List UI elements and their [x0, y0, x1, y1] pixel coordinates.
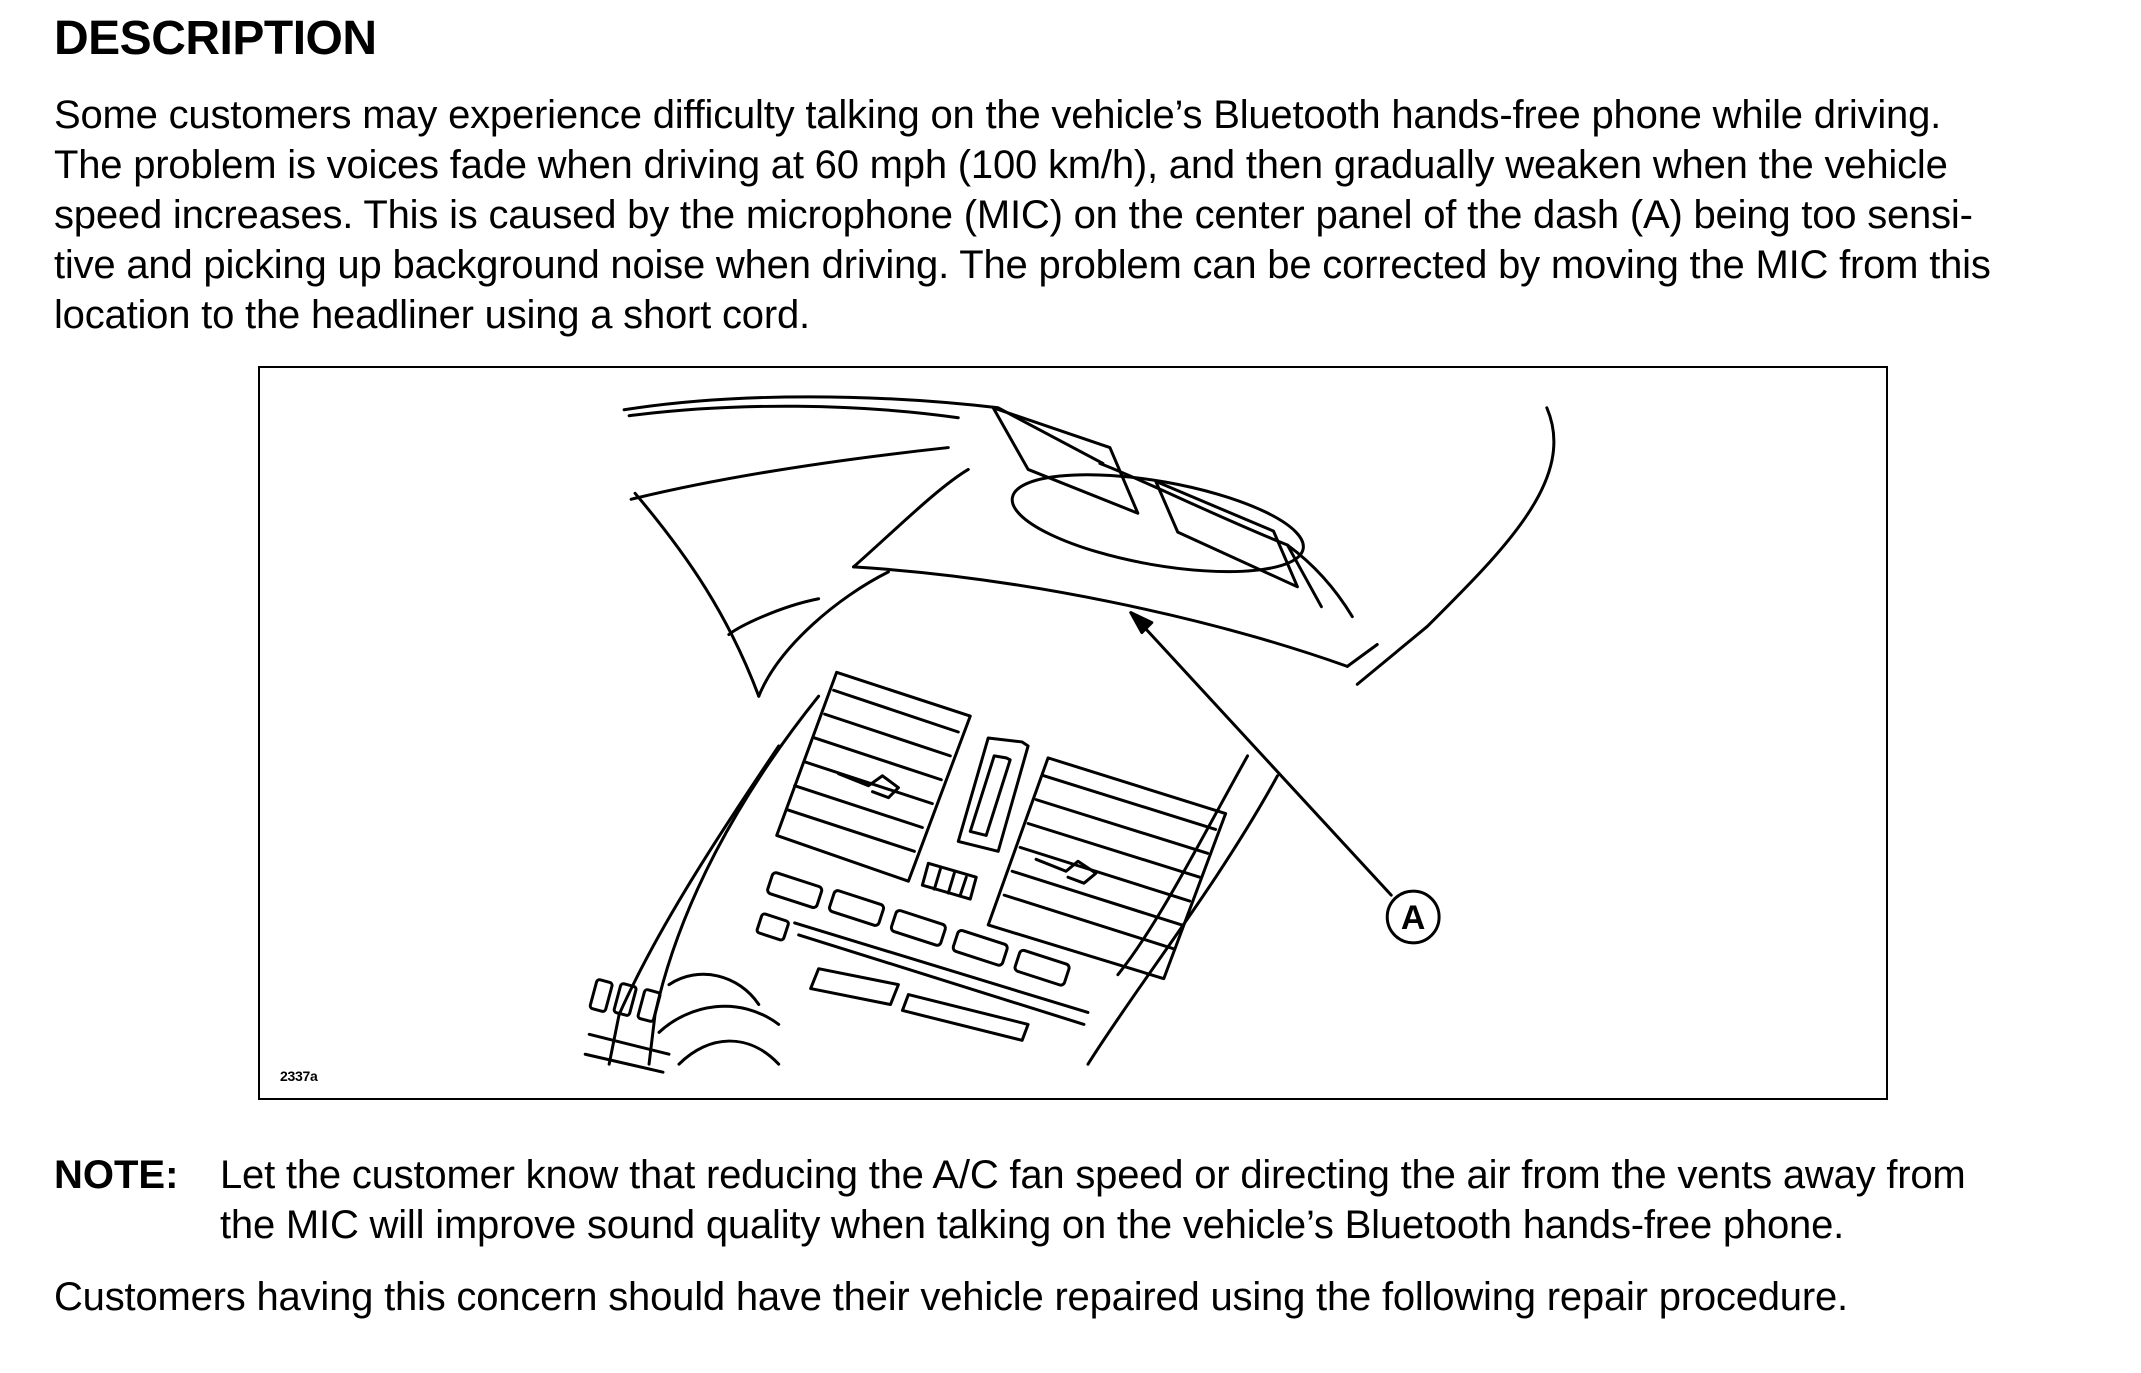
figure-id: 2337a [280, 1068, 318, 1084]
closing-paragraph: Customers having this concern should hav… [54, 1275, 1848, 1319]
stack-left-outer [607, 744, 781, 1066]
control-button [951, 928, 1009, 967]
display-housing-right [1154, 479, 1299, 589]
paragraph-line: The problem is voices fade when driving … [54, 143, 1948, 187]
control-button [828, 889, 886, 927]
paragraph-line: Some customers may experience difficulty… [54, 93, 1942, 137]
center-stack-top-left [852, 467, 970, 569]
binnacle-corner [1285, 543, 1323, 609]
hazard-button [956, 736, 1030, 853]
callout-leader-line [1129, 611, 1393, 897]
vent-slat [1010, 869, 1184, 927]
vent-slat [803, 760, 934, 806]
stack-right-inner [1116, 754, 1250, 977]
vent-slat [1026, 822, 1202, 879]
note-label: NOTE: [54, 1153, 179, 1197]
right-air-vent [986, 756, 1228, 981]
lower-panel [900, 993, 1030, 1042]
description-paragraph: Some customers may experience difficulty… [54, 90, 2134, 340]
control-button [1013, 948, 1071, 987]
vent-slat [1018, 845, 1192, 903]
small-button [612, 982, 638, 1017]
callout-arrowhead [1129, 611, 1154, 635]
vent-slat [1042, 774, 1218, 831]
vent-slat [1034, 798, 1210, 855]
vent-slat [1002, 893, 1176, 951]
knob-arc [657, 1004, 781, 1034]
dash-left-sweep [629, 446, 950, 501]
dashboard-line-drawing: A [583, 395, 1556, 1074]
stack-right-outer [1086, 774, 1279, 1066]
control-button [755, 912, 790, 942]
mic-recess [1010, 473, 1305, 574]
left-pillar [633, 491, 761, 698]
right-windshield-edge [1355, 406, 1556, 686]
note-line: Let the customer know that reducing the … [220, 1153, 1966, 1197]
vent-slat [832, 688, 960, 734]
paragraph-line: tive and picking up background noise whe… [54, 243, 1991, 287]
dashboard-illustration: A 2337a [258, 366, 1888, 1100]
vent-slat [823, 712, 952, 758]
hazard-button-inner [968, 754, 1012, 837]
paragraph-line: speed increases. This is caused by the m… [54, 193, 1973, 237]
switch-block [920, 861, 978, 901]
vent-tab [837, 772, 900, 800]
dash-top-edge [622, 395, 1105, 465]
cd-slot [793, 921, 1090, 1014]
knob-arc [677, 1039, 781, 1066]
callout-circle [1385, 889, 1441, 945]
left-panel-edge [757, 570, 890, 698]
center-stack-corner [1345, 642, 1379, 668]
note-line: the MIC will improve sound quality when … [220, 1203, 1845, 1247]
vent-tab [1034, 857, 1098, 885]
vent-slat [793, 784, 924, 829]
lower-panel [809, 967, 900, 1007]
dash-top-inner-edge [627, 404, 960, 420]
left-air-vent [775, 670, 972, 883]
cd-slot-lower [797, 933, 1086, 1026]
knob-arc [667, 972, 761, 1007]
switch-divider [932, 867, 968, 897]
stack-left-inner [647, 694, 821, 1066]
lower-trim-line [583, 1032, 671, 1074]
display-housing-left [991, 406, 1140, 515]
paragraph-line: location to the headliner using a short … [54, 293, 810, 337]
small-button [636, 988, 662, 1023]
note-text: Let the customer know that reducing the … [220, 1150, 2120, 1250]
control-button [889, 909, 947, 947]
vent-slat [785, 808, 916, 853]
center-stack-top-front [852, 565, 1349, 668]
small-button [588, 978, 614, 1013]
control-button [766, 871, 824, 909]
section-heading: DESCRIPTION [54, 12, 377, 65]
left-panel-inner [727, 597, 821, 637]
callout-label: A [1401, 899, 1425, 937]
vent-slat [813, 736, 943, 782]
